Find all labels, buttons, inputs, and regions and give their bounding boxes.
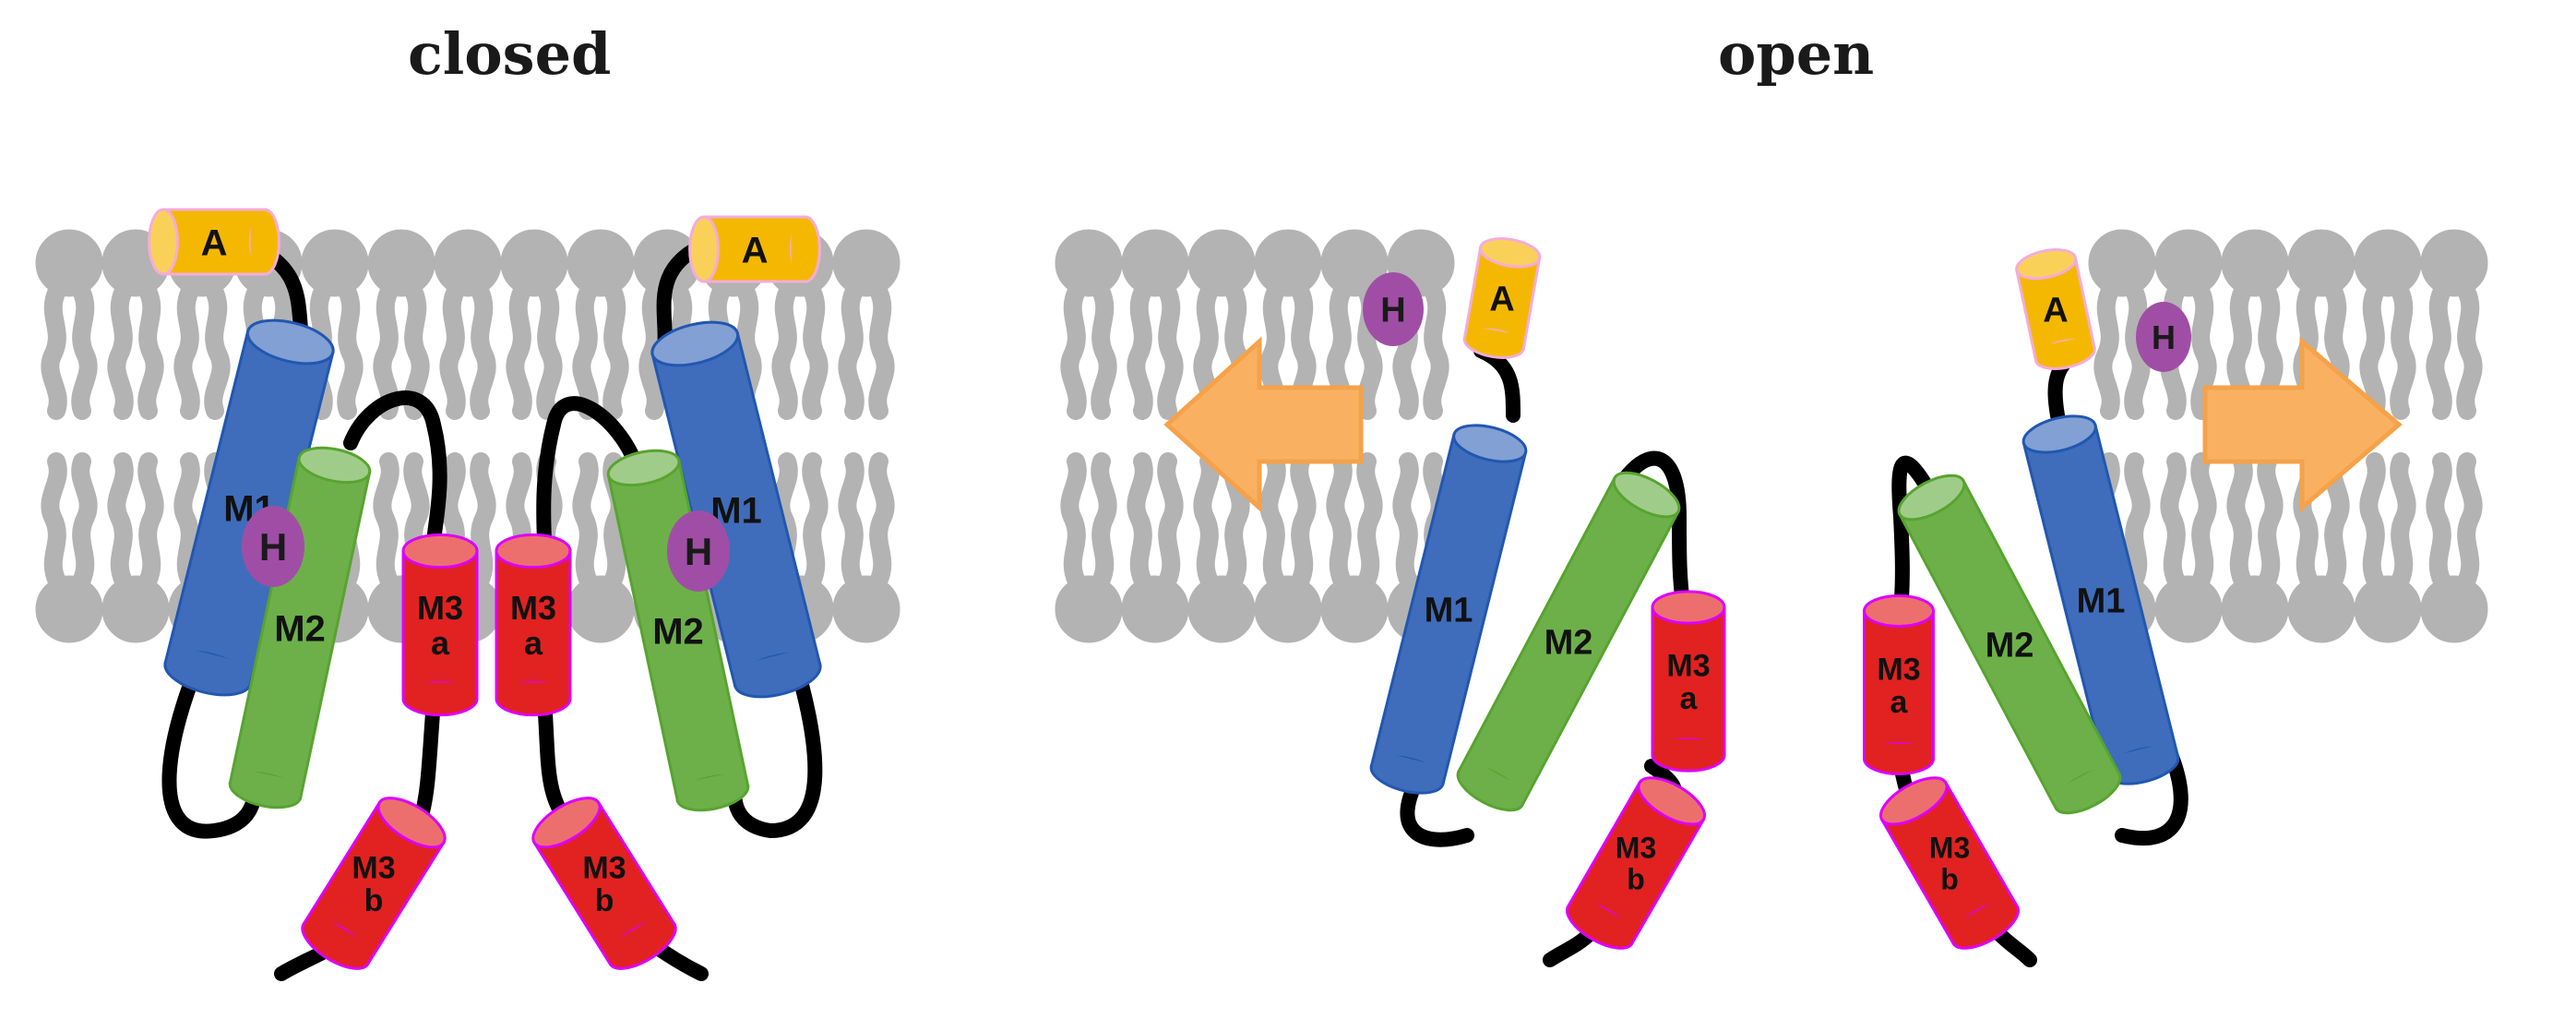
helix-m1-closed-left: M1 xyxy=(163,318,335,697)
svg-text:a: a xyxy=(1890,685,1909,720)
svg-text:A: A xyxy=(2043,292,2068,330)
helix-m1-open-left: M1 xyxy=(1369,424,1528,795)
svg-text:M3: M3 xyxy=(1929,832,1970,865)
histidine-closed-right: H xyxy=(667,510,730,592)
svg-text:A: A xyxy=(1489,281,1514,319)
svg-text:A: A xyxy=(201,222,228,263)
svg-text:M3: M3 xyxy=(1877,652,1920,687)
svg-text:H: H xyxy=(259,525,287,569)
svg-text:M3: M3 xyxy=(510,589,556,627)
helix-m2-open-left: M2 xyxy=(1456,471,1681,812)
svg-text:b: b xyxy=(1627,862,1645,895)
helix-a-open-right: A xyxy=(2015,248,2096,370)
svg-text:M2: M2 xyxy=(652,611,704,652)
svg-text:M1: M1 xyxy=(2077,582,2126,621)
svg-text:H: H xyxy=(685,530,712,573)
helix-m2-open-right: M2 xyxy=(1897,474,2122,815)
svg-text:b: b xyxy=(364,883,384,918)
helix-m2-closed-left: M2 xyxy=(228,446,372,809)
svg-text:a: a xyxy=(431,624,450,662)
helix-m3a-closed-right: M3a xyxy=(495,533,572,717)
svg-text:a: a xyxy=(524,624,543,662)
helix-m3b-open-right: M3b xyxy=(1879,776,2020,950)
histidine-open-right: H xyxy=(2136,302,2191,372)
svg-text:M1: M1 xyxy=(1425,592,1473,630)
svg-text:M3: M3 xyxy=(352,850,395,885)
helix-m3b-closed-right: M3b xyxy=(531,797,677,970)
right-arrow-icon xyxy=(2202,336,2403,513)
helix-m3a-open-left: M3a xyxy=(1651,590,1726,773)
helix-a-closed-right: A xyxy=(688,215,821,283)
histidine-open-left: H xyxy=(1363,272,1424,346)
svg-text:M3: M3 xyxy=(582,850,626,885)
svg-text:M3: M3 xyxy=(1666,648,1710,683)
helix-a-closed-left: A xyxy=(148,208,280,276)
helix-m3b-closed-left: M3b xyxy=(301,797,447,970)
svg-text:a: a xyxy=(1680,681,1699,716)
helix-a-open-left: A xyxy=(1462,237,1542,359)
svg-text:M3: M3 xyxy=(1616,832,1656,865)
svg-text:M2: M2 xyxy=(274,608,326,649)
svg-text:b: b xyxy=(1940,862,1959,895)
svg-text:b: b xyxy=(595,883,614,918)
helix-m3a-open-right: M3a xyxy=(1863,594,1935,775)
helix-m1-open-right: M1 xyxy=(2021,414,2180,785)
svg-text:A: A xyxy=(742,230,769,270)
svg-text:M3: M3 xyxy=(417,589,463,627)
svg-text:H: H xyxy=(2152,318,2176,356)
helix-m3b-open-left: M3b xyxy=(1566,776,1706,950)
histidine-closed-left: H xyxy=(242,506,304,587)
helix-m3a-closed-left: M3a xyxy=(401,533,479,717)
closed-panel-title: closed xyxy=(408,20,612,88)
helix-m2-closed-right: M2 xyxy=(606,449,750,812)
svg-text:H: H xyxy=(1380,292,1405,330)
svg-text:M2: M2 xyxy=(1544,624,1593,663)
open-panel-title: open xyxy=(1718,20,1875,88)
left-arrow-icon xyxy=(1163,336,1364,513)
helix-m1-closed-right: M1 xyxy=(650,320,822,699)
svg-text:M2: M2 xyxy=(1986,627,2034,665)
